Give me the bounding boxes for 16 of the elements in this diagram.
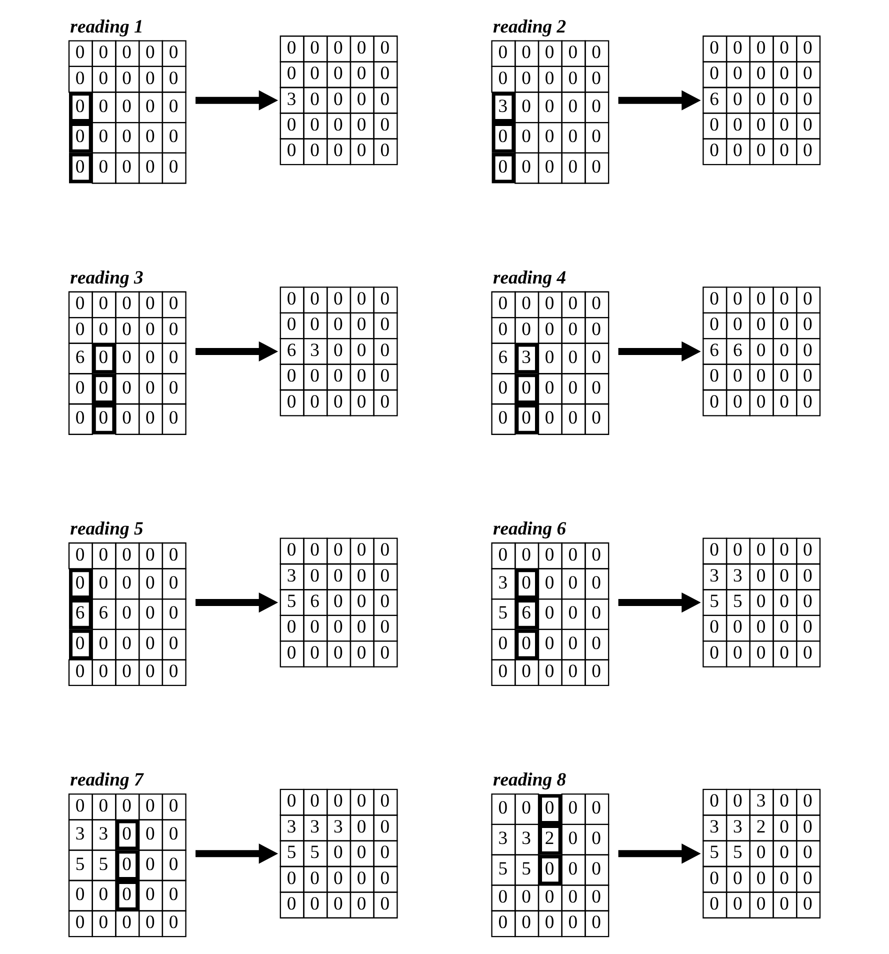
arrow	[618, 90, 701, 110]
node-label: reading 6	[492, 518, 566, 540]
node-label: reading 8	[492, 770, 566, 791]
node-label: reading 2	[492, 16, 566, 38]
arrow	[196, 90, 278, 110]
arrow	[196, 341, 278, 362]
node-label: reading 3	[70, 267, 144, 288]
arrow	[618, 592, 701, 613]
node-label: reading 5	[70, 518, 144, 540]
node-label: reading 4	[492, 267, 566, 288]
node-label: reading 7	[70, 770, 144, 791]
arrow	[618, 341, 701, 362]
arrow	[618, 844, 701, 864]
arrow	[196, 592, 278, 613]
arrow	[196, 844, 278, 864]
node-label: reading 1	[70, 16, 144, 38]
